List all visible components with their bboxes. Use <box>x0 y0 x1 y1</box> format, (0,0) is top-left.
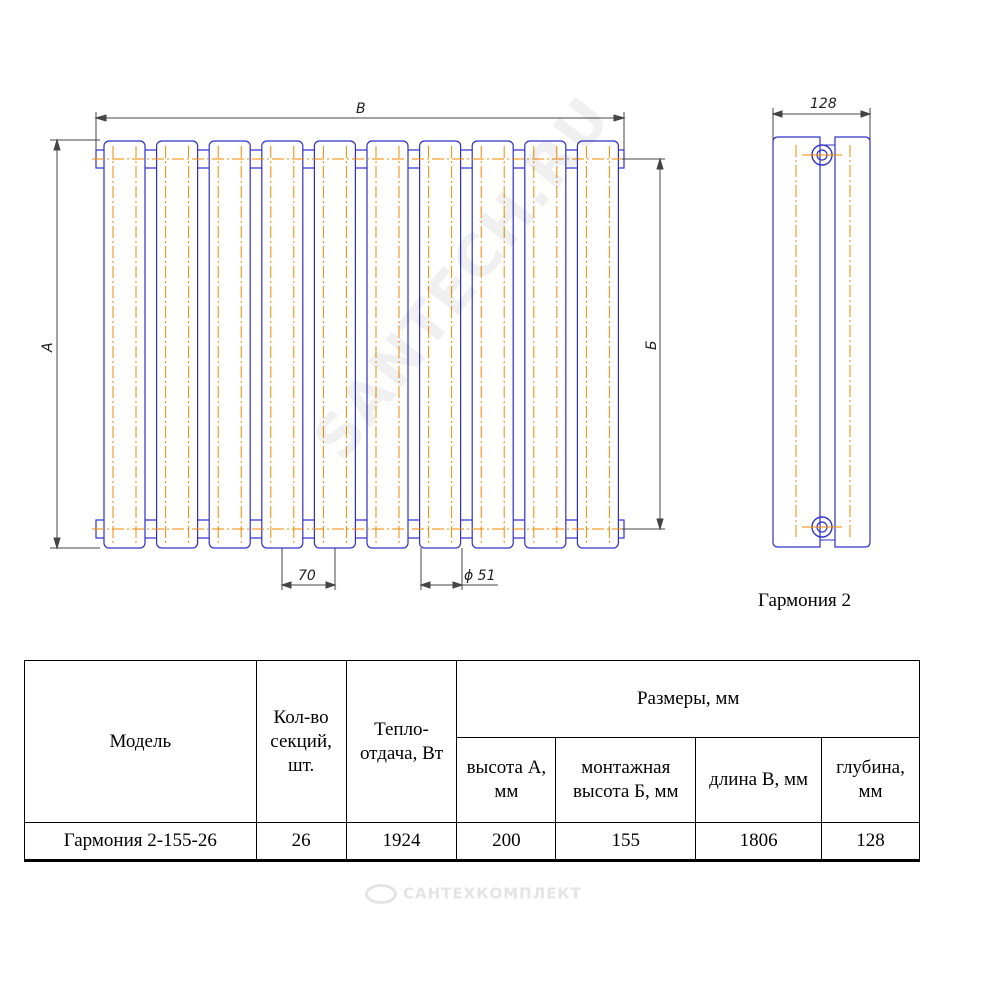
drawing-caption: Гармония 2 <box>758 590 852 611</box>
footer-logo-text: САНТЕХКОМПЛЕКТ <box>403 884 582 903</box>
radiator-section <box>156 140 199 549</box>
radiator-section <box>261 140 304 549</box>
radiator-drawing: B A Б 70 ϕ 51 <box>40 96 872 590</box>
dimension-a-label: A <box>40 342 56 353</box>
radiator-section <box>103 140 146 549</box>
cell-height-a: 200 <box>456 822 557 861</box>
header-sections: Кол-во секций, шт. <box>255 660 347 823</box>
dimension-diameter <box>419 548 498 590</box>
dimension-diameter-label: ϕ 51 <box>464 568 496 584</box>
dimension-pitch-label: 70 <box>298 568 316 584</box>
dimension-a <box>50 138 100 550</box>
cell-mount-height: 155 <box>555 822 697 861</box>
dimension-mount-label: Б <box>644 340 660 350</box>
side-view <box>772 136 871 548</box>
header-height-a: высота А, мм <box>456 737 557 823</box>
spec-table: Модель Кол-во секций, шт. Тепло-отдача, … <box>24 660 920 862</box>
header-depth: глубина, мм <box>821 737 920 823</box>
dimension-depth-label: 128 <box>810 96 837 112</box>
radiator-sections <box>103 140 620 549</box>
header-length-b: длина В, мм <box>695 737 823 823</box>
radiator-section <box>208 140 251 549</box>
side-section-left <box>772 136 821 548</box>
header-heat: Тепло-отдача, Вт <box>345 660 458 823</box>
radiator-section <box>419 140 462 549</box>
table-row: Гармония 2-155-26 26 1924 200 155 1806 1… <box>24 822 920 861</box>
dimension-mount <box>622 157 665 531</box>
header-mount-height: монтажная высота Б, мм <box>555 737 697 823</box>
cell-heat: 1924 <box>345 822 458 861</box>
header-dimensions: Размеры, мм <box>456 660 920 738</box>
cell-length-b: 1806 <box>695 822 823 861</box>
dimension-depth <box>771 108 872 140</box>
dimension-pitch <box>280 548 337 590</box>
dimension-b <box>94 112 626 150</box>
side-section-right <box>834 136 871 548</box>
dimension-b-label: B <box>356 101 366 117</box>
radiator-section <box>366 140 409 549</box>
front-view <box>92 140 628 549</box>
radiator-section <box>524 140 567 549</box>
cell-sections: 26 <box>255 822 347 861</box>
logo-mark-icon <box>365 884 397 904</box>
radiator-section <box>313 140 356 549</box>
header-model: Модель <box>24 660 257 823</box>
cell-depth: 128 <box>821 822 920 861</box>
cell-model: Гармония 2-155-26 <box>24 822 257 861</box>
radiator-section <box>471 140 514 549</box>
footer-logo: САНТЕХКОМПЛЕКТ <box>365 884 582 904</box>
radiator-section <box>576 140 620 549</box>
